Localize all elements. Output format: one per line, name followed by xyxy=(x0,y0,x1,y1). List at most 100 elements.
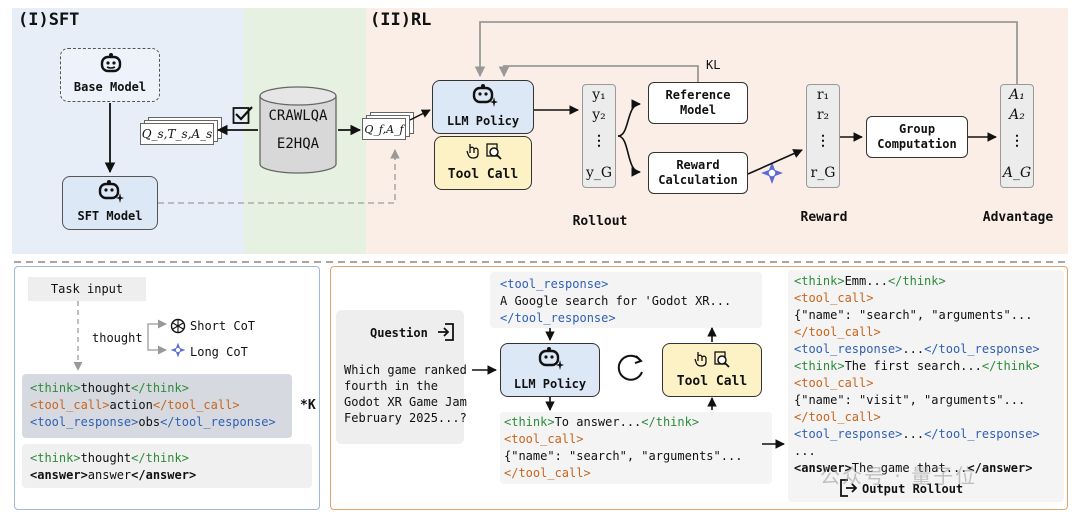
think-block xyxy=(500,412,772,484)
watermark: 公众号 · 量子位 xyxy=(820,464,978,488)
code-segment: </think> xyxy=(641,415,700,429)
reward-calculation-label: Reward Calculation xyxy=(658,158,738,187)
code-segment: The first search... xyxy=(844,359,982,373)
code-line: <tool_response>...</tool_response> xyxy=(794,341,1040,358)
code-segment: <think> xyxy=(30,451,81,465)
enter-icon xyxy=(436,322,456,346)
output-rollout-label: Output Rollout xyxy=(862,482,964,496)
code-line: <think>Emm...</think> xyxy=(794,273,1040,290)
llm-policy-node: LLM Policy xyxy=(432,80,534,134)
code-segment: </think> xyxy=(981,359,1040,373)
code-segment: ... xyxy=(902,342,925,356)
sft-data-label: Q_s,T_s,A_s xyxy=(141,127,213,141)
tool-call-node: Tool Call xyxy=(434,136,532,190)
code-segment: <tool_response> xyxy=(794,427,903,441)
code-segment: <think> xyxy=(30,381,81,395)
thought-label: thought xyxy=(92,331,143,345)
code-line: <tool_response>...</tool_response> xyxy=(794,426,1040,443)
code-segment: </think> xyxy=(131,381,189,395)
code-segment: answer xyxy=(87,468,132,482)
code-line: <think>thought</think> xyxy=(30,450,196,467)
code-segment: </tool_response> xyxy=(500,311,616,325)
code-segment: ... xyxy=(902,427,925,441)
code-segment: The game that... xyxy=(851,461,968,475)
robot-sparkle-icon xyxy=(97,179,125,207)
code-segment: <answer> xyxy=(794,461,852,475)
robot-icon xyxy=(99,52,123,78)
rl-data-card: Q_f,A_f xyxy=(362,118,406,140)
openai-logo-icon xyxy=(170,318,186,338)
advantage-item: ⋮ xyxy=(1010,133,1024,149)
dataset-crawlqa: CRAWLQA xyxy=(268,108,328,124)
reference-model-node: Reference Model xyxy=(648,82,748,124)
code-segment: <tool_response> xyxy=(30,415,139,429)
final-block-text: <think>thought</think><answer>answer</an… xyxy=(30,450,196,484)
code-segment: </tool_call> xyxy=(794,325,881,339)
reward-caption: Reward xyxy=(800,210,848,225)
code-line: A Google search for 'Godot XR... xyxy=(500,293,731,310)
advantages-column: A₁ A₂ ⋮ A_G xyxy=(1000,84,1034,188)
iterated-block xyxy=(22,374,292,438)
final-block xyxy=(22,444,312,488)
code-segment: <tool_response> xyxy=(500,277,609,291)
rl-data-label: Q_f,A_f xyxy=(364,122,404,136)
tool-call-label: Tool Call xyxy=(676,374,748,389)
tool-response-text: <tool_response> A Google search for 'Godo… xyxy=(500,276,731,327)
code-segment: </tool_call> xyxy=(152,398,240,412)
code-segment: <think> xyxy=(794,274,845,288)
reward-item: r₂ xyxy=(816,107,830,123)
code-segment: action xyxy=(109,398,153,412)
code-segment: A Google search for 'Godot XR... xyxy=(500,294,732,308)
advantage-caption: Advantage xyxy=(982,210,1054,225)
code-line: <think>To answer...</think> xyxy=(504,414,742,431)
rollout-output-item: y₂ xyxy=(592,107,606,123)
sft-title: (I)SFT xyxy=(18,10,80,30)
question-text: Which game ranked fourth in the Godot XR… xyxy=(344,363,467,425)
check-icon xyxy=(232,104,254,130)
code-line: ... xyxy=(794,443,1040,460)
code-segment: </tool_response> xyxy=(160,415,276,429)
code-line: {"name": "visit", "arguments"... xyxy=(794,392,1040,409)
rewards-column: r₁ r₂ ⋮ r_G xyxy=(806,84,840,188)
tool-call-label: Tool Call xyxy=(447,167,519,182)
repeat-multiplier: *K xyxy=(300,398,316,413)
code-line: <tool_call>action</tool_call> xyxy=(30,397,276,414)
rollout-output-item: y_G xyxy=(585,165,613,181)
code-line: <answer>answer</answer> xyxy=(30,467,196,484)
code-line: <tool_call> xyxy=(504,431,742,448)
code-segment: To answer... xyxy=(554,415,642,429)
base-model-node: Base Model xyxy=(60,48,160,102)
llm-policy-label: LLM Policy xyxy=(513,377,587,391)
short-cot-label: Short CoT xyxy=(190,319,256,333)
think-block-text: <think>To answer...</think><tool_call>{"… xyxy=(504,414,742,482)
code-line: </tool_call> xyxy=(794,324,1040,341)
group-computation-node: Group Computation xyxy=(866,116,968,158)
code-line: <tool_call> xyxy=(794,375,1040,392)
code-segment: </tool_response> xyxy=(924,342,1040,356)
sft-model-node: SFT Model xyxy=(62,176,158,230)
database-cylinder xyxy=(258,86,338,180)
code-segment: <tool_call> xyxy=(30,398,110,412)
code-line: </tool_response> xyxy=(500,310,731,327)
robot-sparkle-icon xyxy=(537,346,565,374)
task-input-box: Task input xyxy=(28,277,146,301)
code-segment: </answer> xyxy=(131,468,197,482)
code-segment: </think> xyxy=(131,451,189,465)
group-computation-label: Group Computation xyxy=(877,122,957,151)
code-line: <tool_response>obs</tool_response> xyxy=(30,414,276,431)
model-logo-icon xyxy=(760,161,784,189)
advantage-item: A₂ xyxy=(1009,107,1025,123)
code-segment: </tool_response> xyxy=(924,427,1040,441)
rollout-output-item: ⋮ xyxy=(592,133,606,149)
loop-icon xyxy=(612,350,648,390)
code-line: {"name": "search", "arguments"... xyxy=(794,307,1040,324)
code-segment: <think> xyxy=(794,359,845,373)
code-segment: ... xyxy=(794,444,816,458)
reward-item: r₁ xyxy=(816,87,830,103)
code-line: </tool_call> xyxy=(504,465,742,482)
dataset-e2hqa: E2HQA xyxy=(276,136,320,152)
task-input-label: Task input xyxy=(50,282,124,296)
code-segment: <tool_response> xyxy=(794,342,903,356)
robot-sparkle-icon xyxy=(471,83,499,111)
output-rollout-text: <think>Emm...</think><tool_call>{"name":… xyxy=(794,273,1040,477)
